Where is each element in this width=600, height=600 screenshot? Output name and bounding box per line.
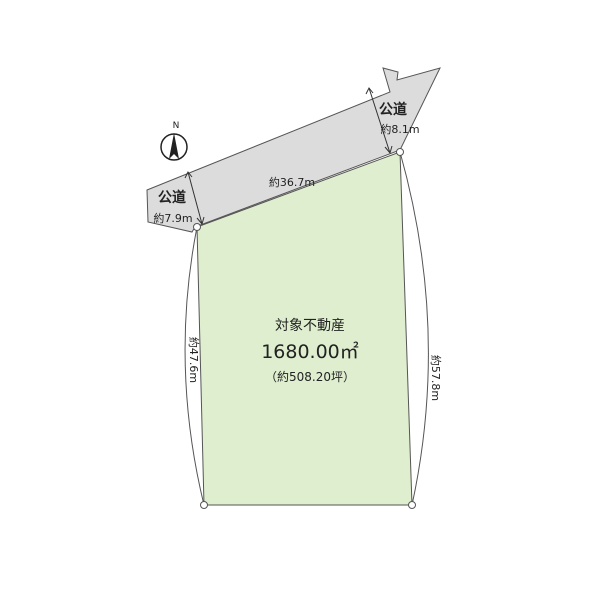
road-area [146, 67, 441, 233]
top-dimension: 約36.7m [269, 175, 315, 189]
left-road-name: 公道 [158, 189, 186, 206]
right-dimension-curve [399, 151, 429, 506]
right-road-width: 約8.1m [380, 122, 419, 136]
right-road-width-line [368, 87, 391, 154]
north-label: N [173, 121, 180, 131]
left-dimension: 約47.6m [187, 337, 201, 383]
left-dimension-curve [184, 226, 205, 506]
corner-marker [396, 148, 404, 156]
north-arrow-icon: N [160, 121, 188, 161]
corner-marker [408, 501, 416, 509]
property-area: 1680.00㎡ [261, 340, 359, 363]
property-title: 対象不動産 [275, 318, 345, 334]
right-road-name: 公道 [379, 101, 407, 118]
property-tsubo: （約508.20坪） [265, 369, 355, 384]
corner-marker [200, 501, 208, 509]
right-dimension: 約57.8m [429, 355, 443, 401]
corner-marker [193, 223, 201, 231]
left-road-width: 約7.9m [153, 211, 192, 225]
left-road-width-line [187, 171, 203, 225]
